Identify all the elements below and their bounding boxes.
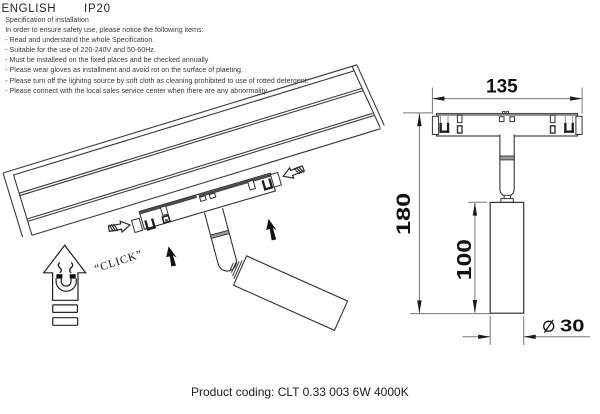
svg-text:100: 100 — [453, 239, 476, 280]
svg-text:180: 180 — [393, 193, 414, 235]
svg-text:135: 135 — [486, 77, 518, 98]
svg-text:30: 30 — [560, 316, 584, 336]
svg-text:“CLICK”: “CLICK” — [93, 248, 144, 275]
